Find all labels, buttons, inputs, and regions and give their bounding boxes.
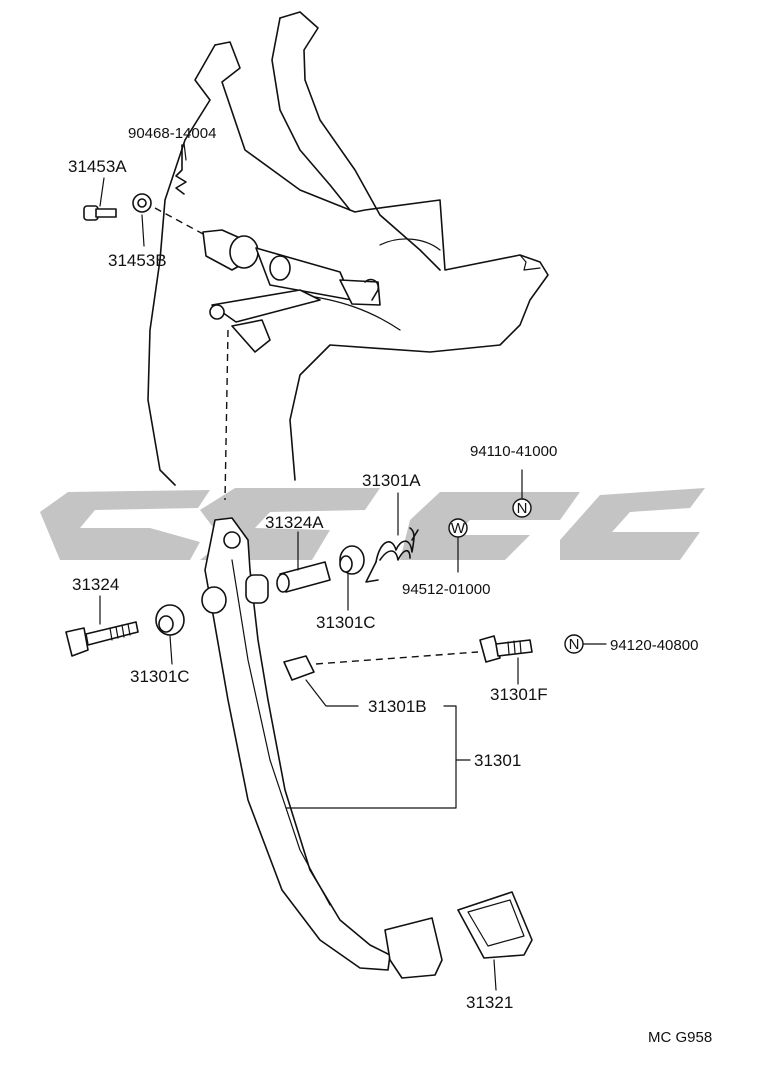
label-pedal-sub: 31301 — [474, 751, 521, 770]
label-spring: 31301A — [362, 471, 421, 490]
leader-clevis-dash — [224, 329, 229, 501]
label-pad: 31321 — [466, 993, 513, 1012]
nut-mark-94110: N — [512, 498, 532, 518]
watermark-logo — [40, 488, 705, 560]
pedal-pad-31321 — [457, 891, 533, 959]
pedal-arm — [201, 517, 391, 971]
label-cushion: 31301B — [368, 697, 427, 716]
label-clip: 90468-14004 — [128, 125, 216, 142]
part-labels: 90468-14004 31453A 31453B 31301A 31324A … — [68, 125, 712, 1046]
pin-31453a — [83, 205, 117, 221]
bolt-31324 — [65, 621, 139, 657]
svg-text:N: N — [569, 636, 580, 653]
clip-part — [175, 144, 187, 195]
label-pin-b: 31453B — [108, 251, 167, 270]
label-stopper: 31301F — [490, 685, 548, 704]
bushing-31301c-left — [155, 604, 185, 636]
stopper-bolt-31301f — [479, 635, 533, 663]
label-bushing-left: 31301C — [130, 667, 190, 686]
label-bushing-right: 31301C — [316, 613, 376, 632]
label-washer-94512: 94512-01000 — [402, 581, 490, 598]
washer-mark-94512: W — [448, 518, 468, 538]
push-rod-assembly — [202, 229, 381, 353]
collar-31324a — [276, 561, 331, 593]
bushing-31301c-right — [339, 545, 365, 575]
bushing-31453b — [132, 193, 152, 213]
svg-text:W: W — [451, 520, 466, 537]
pedal-pad-mount — [384, 917, 443, 979]
svg-text:N: N — [517, 500, 528, 517]
spring-31301a — [365, 527, 419, 583]
label-collar: 31324A — [265, 513, 324, 532]
label-pin-a: 31453A — [68, 157, 127, 176]
cushion-31301b — [283, 655, 315, 681]
label-bolt: 31324 — [72, 575, 119, 594]
leader-cushion-dash — [315, 651, 479, 665]
diagram-code: MC G958 — [648, 1029, 712, 1046]
nut-mark-94120: N — [564, 634, 584, 654]
label-nut-94110: 94110-41000 — [470, 443, 557, 460]
leader-pin-dash — [154, 207, 206, 236]
label-nut-94120: 94120-40800 — [610, 637, 698, 654]
leader-lines — [99, 142, 607, 991]
